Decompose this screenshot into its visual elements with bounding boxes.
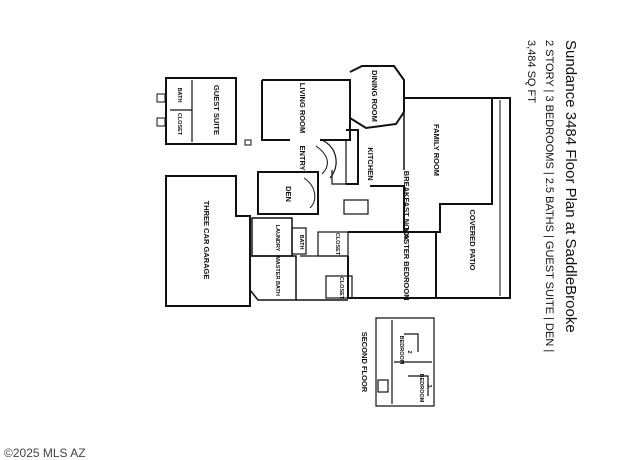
second-floor-label: SECOND FLOOR — [360, 332, 369, 393]
master-bath-outline — [249, 255, 297, 301]
master-closet-label: CLOSET — [338, 277, 344, 300]
bath-label: BATH — [298, 235, 304, 250]
garage-outline — [165, 175, 251, 307]
guest-bath-label: BATH — [176, 88, 182, 103]
kitchen-outline — [346, 129, 359, 185]
dining-room-label: DINING ROOM — [370, 70, 379, 122]
laundry-outline — [251, 217, 293, 257]
guest-closet-label: CLOSET — [176, 113, 182, 136]
copyright-watermark: ©2025 MLS AZ — [4, 446, 86, 460]
family-room-label: FAMILY ROOM — [432, 124, 441, 176]
plan-area: 3,484 SQ FT — [525, 40, 537, 103]
den-outline — [257, 171, 319, 215]
bedroom-2-number: 2 — [406, 350, 412, 353]
plan-title: Sundance 3484 Floor Plan at SaddleBrooke — [562, 40, 579, 333]
bedroom-3-number: 3 — [426, 384, 432, 387]
plan-details: 2 STORY | 3 BEDROOMS | 2.5 BATHS | GUEST… — [543, 40, 555, 352]
kitchen-label: KITCHEN — [366, 147, 375, 180]
den-label: DEN — [284, 186, 293, 202]
breakfast-nook-label: BREAKFAST NOOK — [402, 171, 411, 242]
covered-patio-label: COVERED PATIO — [468, 210, 477, 271]
closet-label: CLOSET — [334, 233, 340, 256]
bedroom-2-label: BEDROOM — [398, 336, 404, 365]
entry-label: ENTRY — [298, 145, 307, 170]
bedroom-3-label: BEDROOM — [418, 374, 424, 403]
master-bath-label: MASTER BATH — [274, 256, 280, 296]
guest-suite-outline — [165, 77, 237, 145]
guest-suite-label: GUEST SUITE — [212, 85, 221, 135]
master-bedroom-label: MASTER BEDROOM — [402, 228, 411, 301]
laundry-label: LAUNDRY — [274, 225, 280, 252]
living-room-label: LIVING ROOM — [298, 83, 307, 133]
covered-patio-outline — [436, 97, 511, 299]
second-floor-plan — [375, 317, 435, 407]
family-room-outline — [404, 97, 493, 233]
garage-label: THREE CAR GARAGE — [202, 201, 211, 280]
dining-room-outline — [349, 65, 405, 130]
entry-stairs — [321, 139, 337, 179]
master-bedroom-outline — [347, 231, 437, 299]
